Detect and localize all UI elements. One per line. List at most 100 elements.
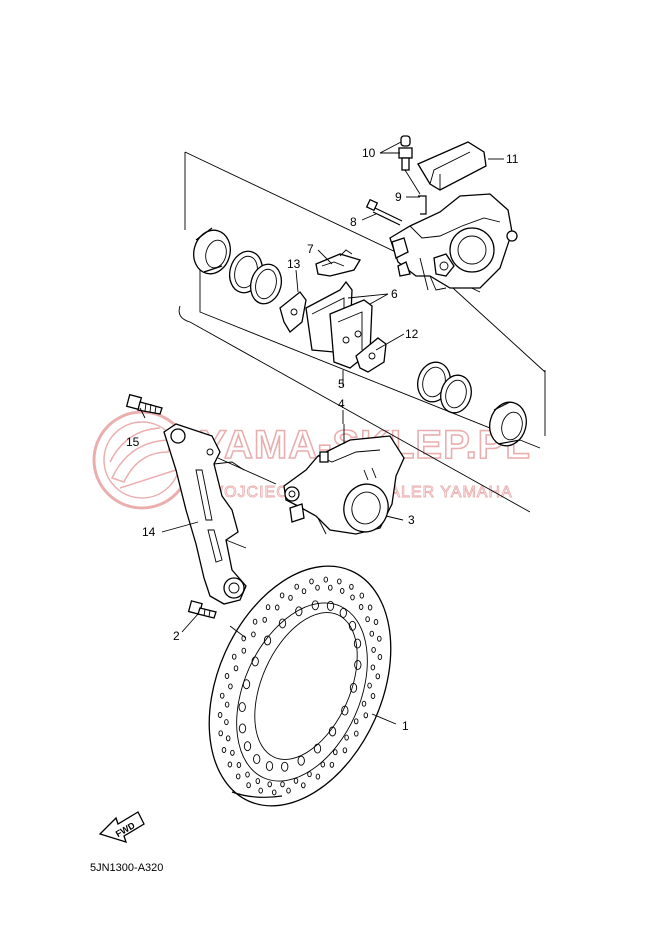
disc-hole [354, 730, 359, 737]
disc-hole [286, 787, 291, 794]
disc-hole [278, 618, 287, 629]
callout-14: 14 [142, 525, 156, 539]
callout-1: 1 [402, 719, 409, 733]
callout-9: 9 [395, 190, 402, 204]
disc-hole [230, 749, 235, 756]
caliper-bracket-part [163, 423, 247, 605]
callout-3: 3 [408, 513, 415, 527]
disc-hole [279, 592, 285, 599]
disc-hole [241, 647, 247, 654]
callout-12: 12 [405, 327, 419, 341]
lower-piston-seals-part [417, 361, 472, 414]
disc-hole [238, 723, 247, 734]
disc-hole [328, 726, 337, 737]
pad-support-plate-part [355, 337, 387, 373]
disc-hole [265, 604, 271, 611]
disc-hole [348, 620, 357, 631]
callout-6: 6 [391, 287, 398, 301]
disc-hole [233, 665, 239, 672]
disc-hole [258, 787, 263, 794]
caliper-assembly-part [283, 424, 405, 535]
disc-hole [301, 588, 307, 595]
disc-hole [221, 747, 227, 753]
disc-hole [363, 712, 369, 719]
upper-pistons-part [193, 227, 231, 275]
disc-hole [301, 782, 306, 789]
disc-hole [371, 646, 376, 653]
callout-4: 4 [338, 397, 345, 411]
disc-hole [242, 679, 251, 690]
bleed-screw-part [398, 135, 421, 195]
disc-hole [228, 683, 233, 690]
disc-hole [370, 693, 376, 699]
disc-bolt-part [187, 600, 217, 619]
disc-hole [361, 700, 367, 707]
disc-hole [311, 600, 319, 611]
disc-hole [218, 730, 223, 737]
disc-hole [350, 594, 355, 601]
disc-hole [349, 682, 358, 693]
disc-hole [224, 673, 230, 679]
disc-hole [377, 654, 383, 660]
callout-7: 7 [307, 242, 314, 256]
disc-hole [358, 604, 364, 610]
callout-11: 11 [506, 152, 519, 166]
disc-hole [365, 616, 370, 623]
disc-hole [344, 734, 349, 741]
disc-hole [326, 600, 335, 611]
disc-hole [236, 762, 242, 768]
disc-hole [271, 789, 277, 796]
disc-hole [274, 604, 280, 611]
callout-5: 5 [338, 377, 345, 391]
disc-holes [217, 576, 383, 796]
disc-hole [255, 778, 261, 785]
disc-hole [217, 712, 223, 718]
disc-hole [246, 782, 251, 789]
disc-hole [243, 741, 252, 752]
disc-hole [354, 659, 362, 670]
disc-hole [225, 735, 231, 742]
disc-hole [341, 705, 349, 716]
disc-hole [367, 682, 372, 689]
disc-hole [251, 656, 259, 667]
disc-hole [309, 578, 314, 585]
disc-hole [294, 583, 299, 590]
disc-hole [320, 761, 326, 768]
disc-hole [293, 777, 299, 784]
disc-hole [224, 719, 229, 726]
disc-hole [288, 594, 293, 601]
disc-hole [337, 578, 342, 585]
disc-hole [339, 587, 345, 594]
disc-hole [263, 635, 272, 646]
disc-hole [307, 771, 312, 778]
disc-hole [328, 584, 333, 591]
callout-10: 10 [362, 146, 376, 160]
disc-hole [262, 616, 267, 623]
disc-hole [377, 635, 382, 642]
disc-hole [315, 773, 321, 780]
disc-hole [369, 630, 375, 637]
disc-hole [353, 638, 362, 649]
bracket-bolt-part [125, 393, 163, 415]
callout-numbers: 10 11 9 8 7 13 6 12 5 4 3 15 14 2 1 [126, 146, 519, 733]
disc-hole [245, 771, 250, 778]
fwd-arrow-icon: FWD [98, 811, 145, 843]
disc-hole [297, 755, 305, 766]
callout-2: 2 [173, 629, 180, 643]
disc-hole [251, 631, 256, 638]
disc-hole [281, 761, 289, 772]
disc-hole [375, 673, 381, 680]
disc-hole [349, 583, 354, 590]
disc-hole [339, 607, 347, 618]
disc-hole [231, 653, 237, 660]
disc-hole [295, 606, 303, 617]
disc-hole [227, 761, 233, 768]
disc-hole [323, 576, 329, 583]
disc-hole [367, 604, 373, 611]
disc-hole [252, 618, 258, 625]
callout-13: 13 [287, 257, 301, 271]
disc-hole [353, 718, 359, 725]
disc-hole [280, 781, 285, 788]
